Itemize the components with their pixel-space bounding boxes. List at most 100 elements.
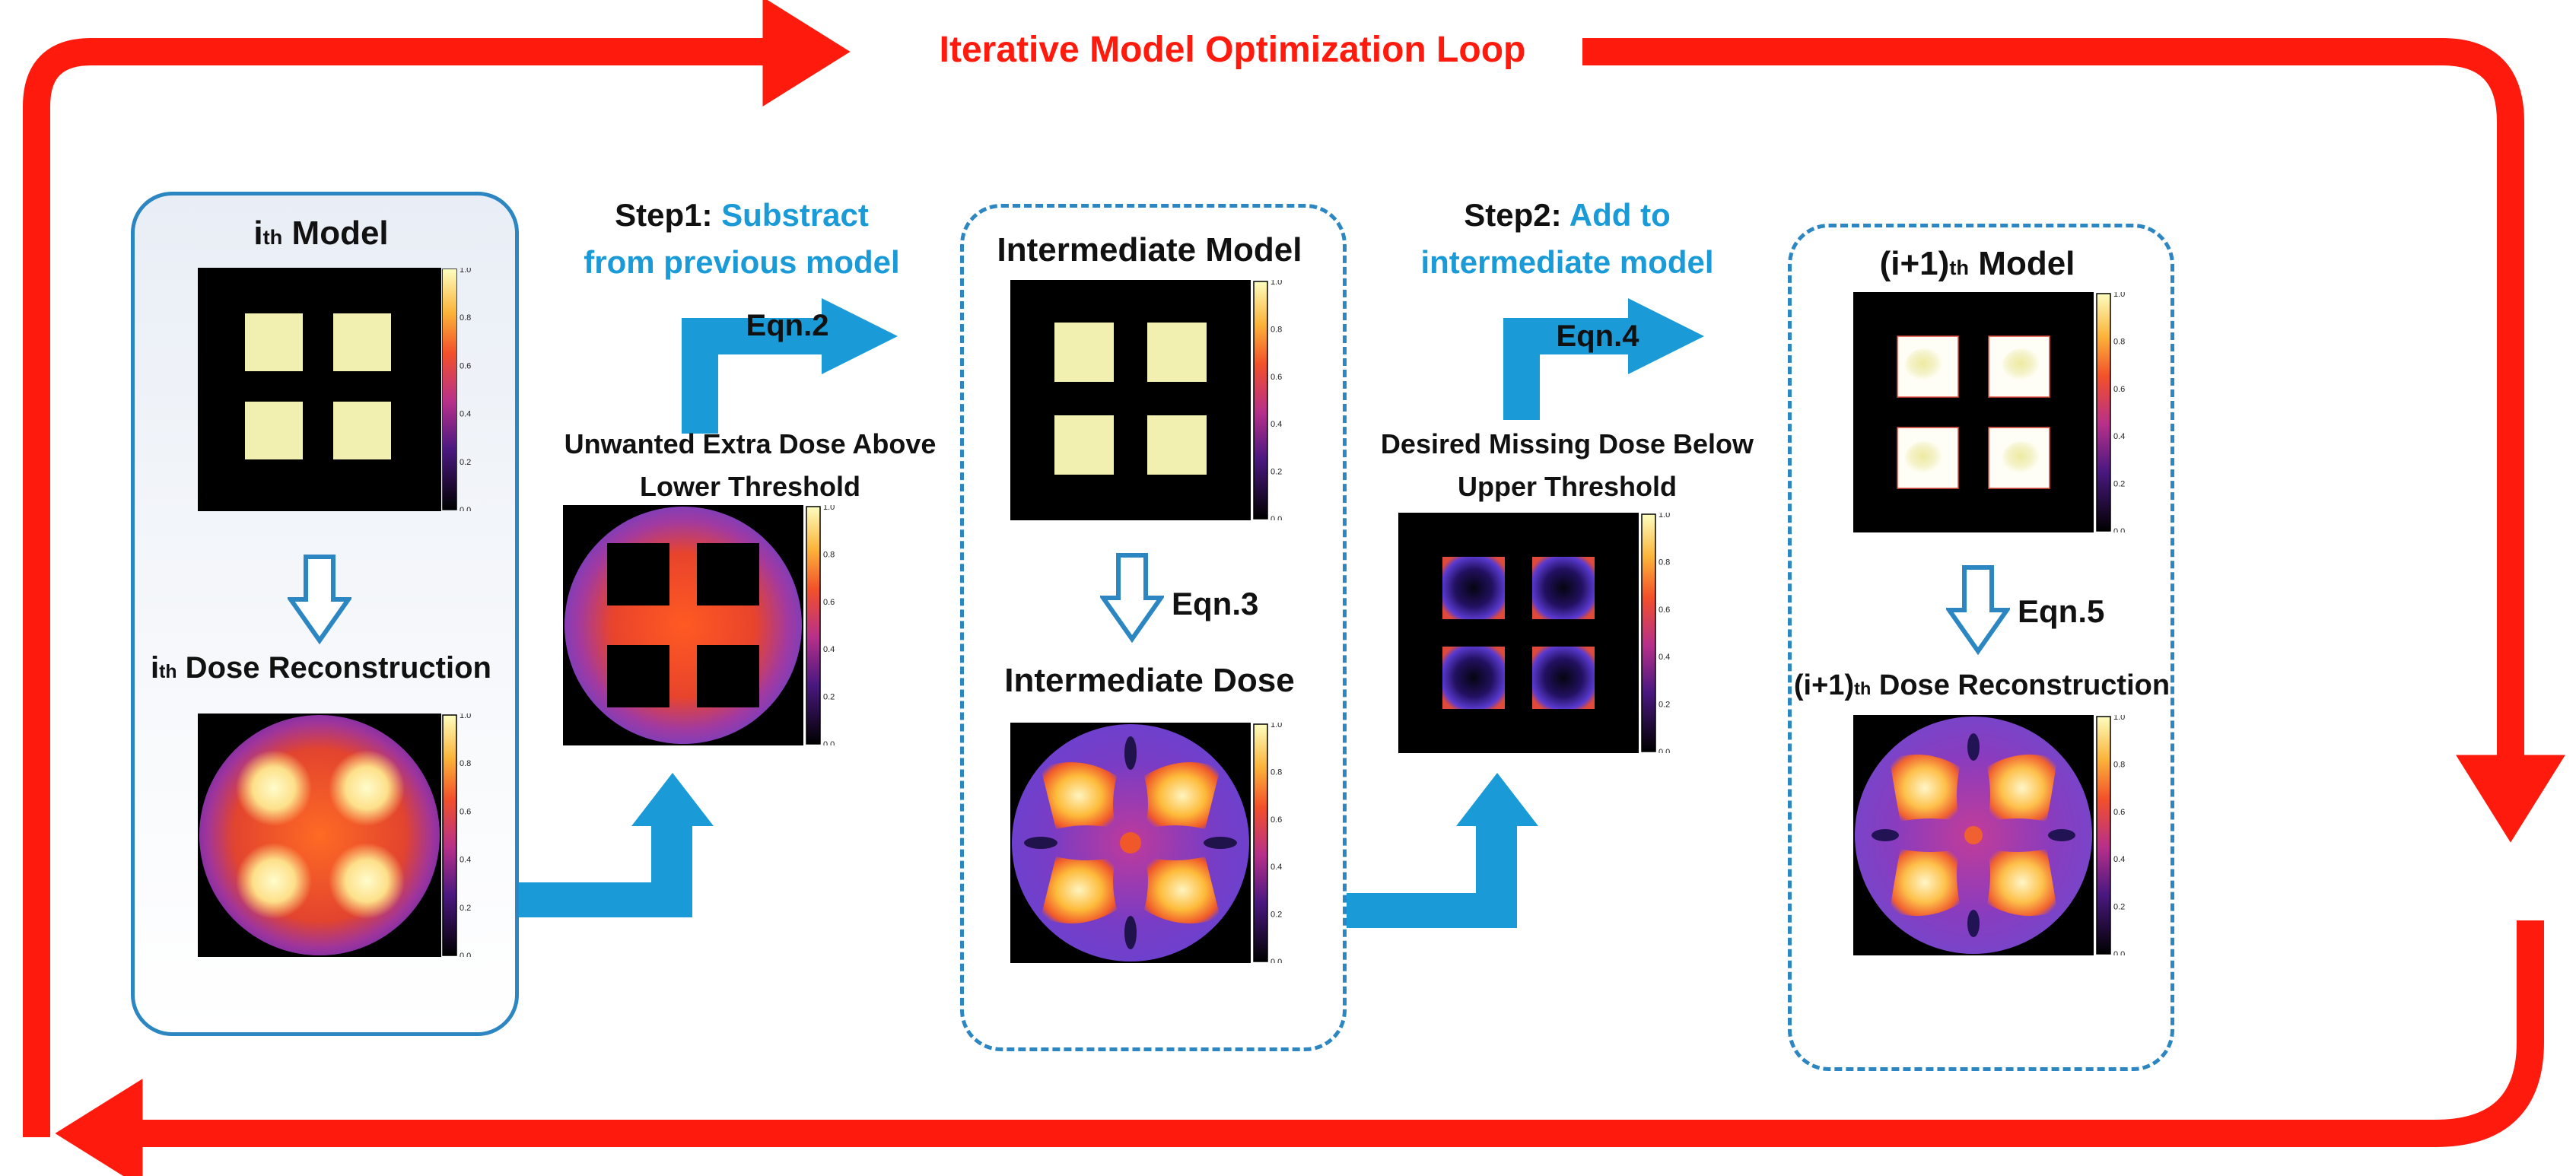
hollow-down-arrow-icon [288,555,351,645]
hollow-down-arrow-icon [1100,553,1164,644]
colorbar-tick-label: 1.0 [2113,292,2125,299]
colorbar-tick-label: 0.4 [460,856,471,865]
colorbar-tick-label: 0.0 [823,740,835,745]
bent-up-arrow-icon [519,773,714,917]
colorbar-tick-label: 0.0 [460,952,471,957]
colorbar-tick-label: 0.6 [2113,385,2125,394]
loop-right-down-arrow-icon [1582,38,2565,843]
next-model-title: (i+1)th Model [1879,245,2075,282]
colorbar-ith-dose: 1.0 0.8 0.6 0.4 0.2 0.0 [441,711,479,961]
next-dose-title: (i+1)th Dose Reconstruction [1793,669,2171,701]
eqn3-label: Eqn.3 [1172,586,1259,621]
colorbar-tick-label: 0.2 [1658,701,1670,710]
colorbar-tick-label: 1.0 [1271,723,1282,729]
colorbar-tick-label: 0.0 [1658,748,1670,753]
colorbar-tick-label: 0.0 [1271,958,1282,963]
colorbar-gradient: 1.0 0.8 0.6 0.4 0.2 0.0 [1253,720,1282,967]
step1-label: Step1: Substract from previous model [584,197,900,280]
intermediate-model-map [1010,280,1251,520]
missing-dose-image [1398,513,1639,753]
colorbar-tick-label: 0.4 [460,410,471,419]
colorbar-tick-label: 0.6 [1271,373,1282,382]
colorbar-missing-dose: 1.0 0.8 0.6 0.4 0.2 0.0 [1640,510,1678,757]
colorbar-tick-label: 0.6 [823,598,835,607]
step2-label: Step2: Add to intermediate model [1420,197,1714,280]
colorbar-tick-label: 0.6 [460,361,471,370]
eqn2-label: Eqn.2 [746,309,829,342]
colorbar-tick-label: 0.0 [2113,527,2125,532]
ith-dose-image [198,714,441,957]
next-dose-map [1853,715,2094,955]
colorbar-tick-label: 0.2 [823,693,835,702]
colorbar-intermediate-dose: 1.0 0.8 0.6 0.4 0.2 0.0 [1252,720,1290,967]
unwanted-dose-image [563,505,803,745]
intermediate-dose-title: Intermediate Dose [1004,662,1295,699]
colorbar-intermediate-model: 1.0 0.8 0.6 0.4 0.2 0.0 [1252,278,1290,524]
colorbar-tick-label: 1.0 [2113,715,2125,722]
intermediate-dose-map [1010,723,1251,963]
next-model-image [1853,292,2094,532]
colorbar-tick-label: 0.2 [2113,903,2125,912]
colorbar-tick-label: 1.0 [460,714,471,720]
colorbar-tick-label: 0.0 [2113,950,2125,955]
loop-title: Iterative Model Optimization Loop [939,30,1526,70]
colorbar-tick-label: 0.6 [460,807,471,816]
colorbar-gradient: 1.0 0.8 0.6 0.4 0.2 0.0 [1253,278,1282,524]
colorbar-tick-label: 0.8 [460,759,471,768]
colorbar-gradient: 1.0 0.8 0.6 0.4 0.2 0.0 [2096,290,2125,536]
ith-dose-title: ith Dose Reconstruction [151,651,491,685]
bent-right-arrow-icon [682,298,898,434]
colorbar-unwanted-dose: 1.0 0.8 0.6 0.4 0.2 0.0 [805,503,843,749]
colorbar-tick-label: 0.6 [2113,808,2125,817]
colorbar-tick-label: 0.8 [2113,337,2125,346]
colorbar-tick-label: 0.2 [460,904,471,913]
colorbar-tick-label: 1.0 [460,268,471,275]
colorbar-tick-label: 0.6 [1271,815,1282,825]
colorbar-tick-label: 0.8 [1271,325,1282,334]
intermediate-dose-image [1010,723,1251,963]
colorbar-tick-label: 0.4 [823,645,835,654]
colorbar-tick-label: 0.4 [1271,863,1282,872]
colorbar-tick-label: 0.8 [823,550,835,559]
colorbar-tick-label: 0.4 [1658,653,1670,662]
colorbar-gradient: 1.00.80.60.40.20.0 [442,265,471,515]
colorbar-tick-label: 0.2 [1271,468,1282,477]
missing-dose-map [1398,513,1639,753]
ith-dose-map [198,714,441,957]
loop-left-top-arrow-icon [23,0,851,1137]
colorbar-next-dose: 1.0 0.8 0.6 0.4 0.2 0.0 [2095,713,2133,959]
colorbar-tick-label: 0.6 [1658,605,1670,615]
colorbar-tick-label: 0.8 [1658,558,1670,567]
colorbar-tick-label: 1.0 [1271,280,1282,287]
bent-right-arrow-icon [1503,298,1704,420]
colorbar-next-model: 1.0 0.8 0.6 0.4 0.2 0.0 [2095,290,2133,536]
colorbar-gradient: 1.0 0.8 0.6 0.4 0.2 0.0 [1641,510,1670,757]
eqn4-label: Eqn.4 [1556,319,1639,353]
eqn5-label: Eqn.5 [2018,593,2105,629]
colorbar-tick-label: 1.0 [823,505,835,512]
colorbar-tick-label: 1.0 [1658,513,1670,520]
bent-up-arrow-icon [1347,773,1538,928]
colorbar-tick-label: 0.0 [1271,515,1282,520]
loop-top-left-arrow-icon [55,920,2544,1176]
colorbar-tick-label: 0.4 [2113,432,2125,441]
colorbar-tick-label: 0.8 [2113,760,2125,769]
colorbar-gradient: 1.0 0.8 0.6 0.4 0.2 0.0 [442,711,471,961]
colorbar-tick-label: 0.2 [2113,480,2125,489]
ith-model-image [198,268,441,511]
colorbar-tick-label: 0.8 [1271,768,1282,777]
colorbar-tick-label: 0.8 [460,313,471,323]
unwanted-dose-map [563,505,803,745]
ith-model-title: ith Model [253,215,389,252]
colorbar-tick-label: 0.4 [1271,420,1282,429]
intermediate-model-image [1010,280,1251,520]
hollow-down-arrow-icon [1946,565,2010,656]
colorbar-tick-label: 0.4 [2113,855,2125,864]
colorbar-tick-label: 0.2 [1271,911,1282,920]
colorbar-gradient: 1.0 0.8 0.6 0.4 0.2 0.0 [806,503,835,749]
